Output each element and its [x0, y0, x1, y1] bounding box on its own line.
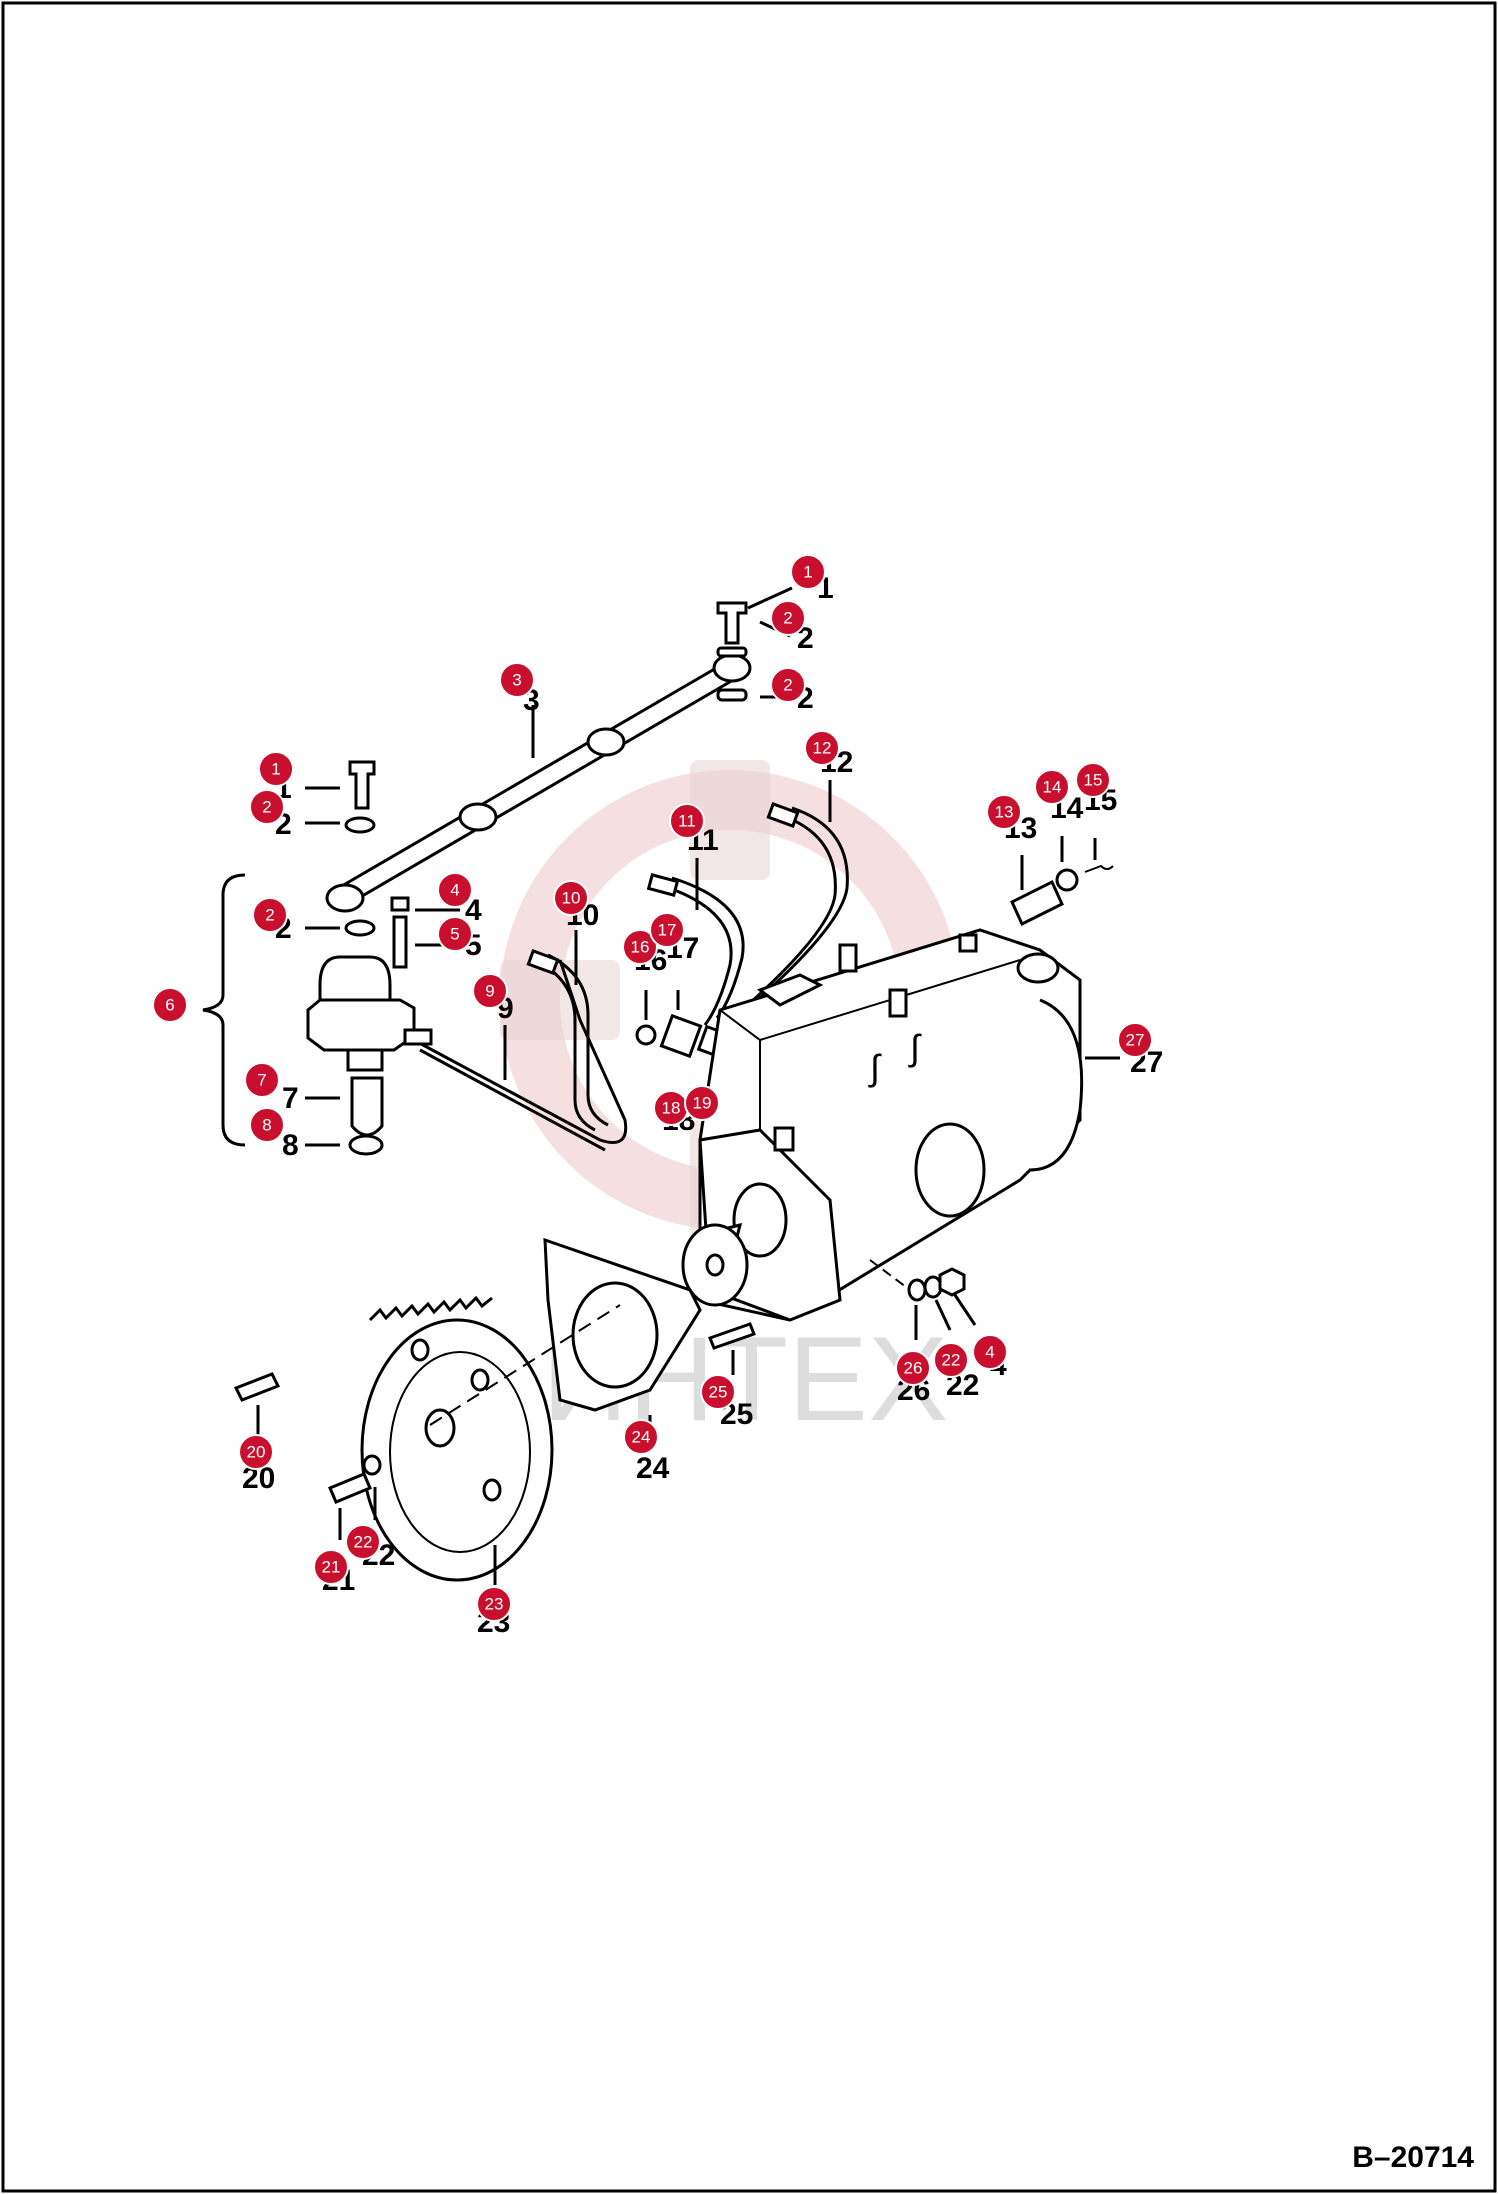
- callout-13-label: 13: [995, 803, 1014, 822]
- callout-18-label: 18: [662, 1099, 681, 1118]
- callout-25[interactable]: 25: [700, 1374, 736, 1410]
- callout-23[interactable]: 23: [476, 1586, 512, 1622]
- callout-21-label: 21: [322, 1558, 341, 1577]
- injector-pipe-9: [403, 959, 628, 1152]
- callout-10-label: 10: [562, 889, 581, 908]
- callout-25-label: 25: [709, 1383, 728, 1402]
- callout-22b[interactable]: 22: [933, 1342, 969, 1378]
- svg-text:∫: ∫: [908, 1027, 922, 1068]
- callout-26[interactable]: 26: [895, 1350, 931, 1386]
- callout-11-label: 11: [678, 812, 696, 831]
- callout-14-label: 14: [1043, 778, 1062, 797]
- callout-21[interactable]: 21: [313, 1549, 349, 1585]
- callout-2d[interactable]: 2: [252, 897, 288, 933]
- callout-2a-label: 2: [783, 609, 792, 628]
- callout-19-label: 19: [693, 1094, 712, 1113]
- pump-nuts: [869, 1259, 966, 1302]
- callout-20[interactable]: 20: [238, 1434, 274, 1470]
- injection-pump-body: ∫ ∫: [686, 928, 1084, 1322]
- callout-22a-label: 22: [354, 1533, 373, 1552]
- drawing-code: B–20714: [1352, 2141, 1474, 2174]
- callout-2b[interactable]: 2: [770, 667, 806, 703]
- callout-23-label: 23: [485, 1595, 504, 1614]
- svg-text:∫: ∫: [868, 1047, 882, 1088]
- callout-14[interactable]: 14: [1034, 769, 1070, 805]
- callout-11[interactable]: 11: [669, 803, 705, 839]
- callout-2a[interactable]: 2: [770, 600, 806, 636]
- callout-26-label: 26: [904, 1359, 923, 1378]
- injector-pipe-10: [526, 949, 609, 1132]
- callout-3[interactable]: 3: [499, 662, 535, 698]
- callout-6[interactable]: 6: [152, 987, 188, 1023]
- callout-2c-label: 2: [262, 798, 271, 817]
- callout-7[interactable]: 7: [244, 1062, 280, 1098]
- leak-off-rail: [325, 653, 752, 913]
- callout-20-label: 20: [247, 1443, 266, 1462]
- callout-5[interactable]: 5: [437, 916, 473, 952]
- caption-24: 24: [636, 1452, 670, 1485]
- callout-8-label: 8: [262, 1116, 271, 1135]
- banjo-bolt-left: [344, 760, 376, 834]
- callout-15[interactable]: 15: [1075, 762, 1111, 798]
- callout-13[interactable]: 13: [986, 794, 1022, 830]
- callout-27-label: 27: [1126, 1031, 1145, 1050]
- caption-4a: 4: [465, 894, 482, 927]
- callout-12-label: 12: [813, 739, 832, 758]
- callout-18[interactable]: 18: [653, 1090, 689, 1126]
- callout-7-label: 7: [257, 1071, 266, 1090]
- banjo-bolt-top: [716, 601, 748, 702]
- callout-24[interactable]: 24: [623, 1419, 659, 1455]
- callout-5-label: 5: [450, 925, 459, 944]
- inlet-fittings: [1010, 864, 1114, 927]
- callout-22b-label: 22: [942, 1351, 961, 1370]
- callout-24-label: 24: [632, 1428, 651, 1447]
- callout-9[interactable]: 9: [472, 973, 508, 1009]
- caption-8: 8: [282, 1129, 299, 1162]
- callout-16[interactable]: 16: [622, 929, 658, 965]
- callout-4a[interactable]: 4: [437, 872, 473, 908]
- callout-9-label: 9: [485, 982, 494, 1001]
- drive-gear: [360, 1295, 621, 1582]
- callout-17[interactable]: 17: [649, 912, 685, 948]
- callout-1a[interactable]: 1: [790, 554, 826, 590]
- callout-17-label: 17: [658, 921, 677, 940]
- callout-10[interactable]: 10: [553, 880, 589, 916]
- callout-1b[interactable]: 1: [258, 751, 294, 787]
- callout-markers: 1 2 2 3 1 2 2 4 5 6 7 8 9 10 11 12 13 14…: [152, 554, 1153, 1622]
- stud: [708, 1322, 756, 1350]
- callout-8[interactable]: 8: [249, 1107, 285, 1143]
- callout-2d-label: 2: [265, 906, 274, 925]
- callout-19[interactable]: 19: [684, 1085, 720, 1121]
- callout-6-label: 6: [165, 996, 174, 1015]
- callout-2b-label: 2: [783, 676, 792, 695]
- callout-27[interactable]: 27: [1117, 1022, 1153, 1058]
- drive-hub: [681, 1223, 749, 1307]
- callout-1a-label: 1: [803, 563, 812, 582]
- callout-16-label: 16: [631, 938, 650, 957]
- caption-7: 7: [282, 1082, 299, 1115]
- callout-1b-label: 1: [271, 760, 280, 779]
- callout-12[interactable]: 12: [804, 730, 840, 766]
- roll-pin: [233, 1372, 281, 1402]
- callout-4a-label: 4: [450, 881, 459, 900]
- callout-3-label: 3: [512, 671, 521, 690]
- mounting-gasket: [543, 1237, 702, 1412]
- injector-assembly: [202, 873, 416, 1156]
- callout-4b-label: 4: [985, 1343, 994, 1362]
- callout-22a[interactable]: 22: [345, 1524, 381, 1560]
- callout-15-label: 15: [1084, 771, 1103, 790]
- callout-4b[interactable]: 4: [972, 1334, 1008, 1370]
- callout-2c[interactable]: 2: [249, 789, 285, 825]
- gear-bolt: [328, 1454, 382, 1504]
- injector-pipe-12: [724, 802, 849, 1027]
